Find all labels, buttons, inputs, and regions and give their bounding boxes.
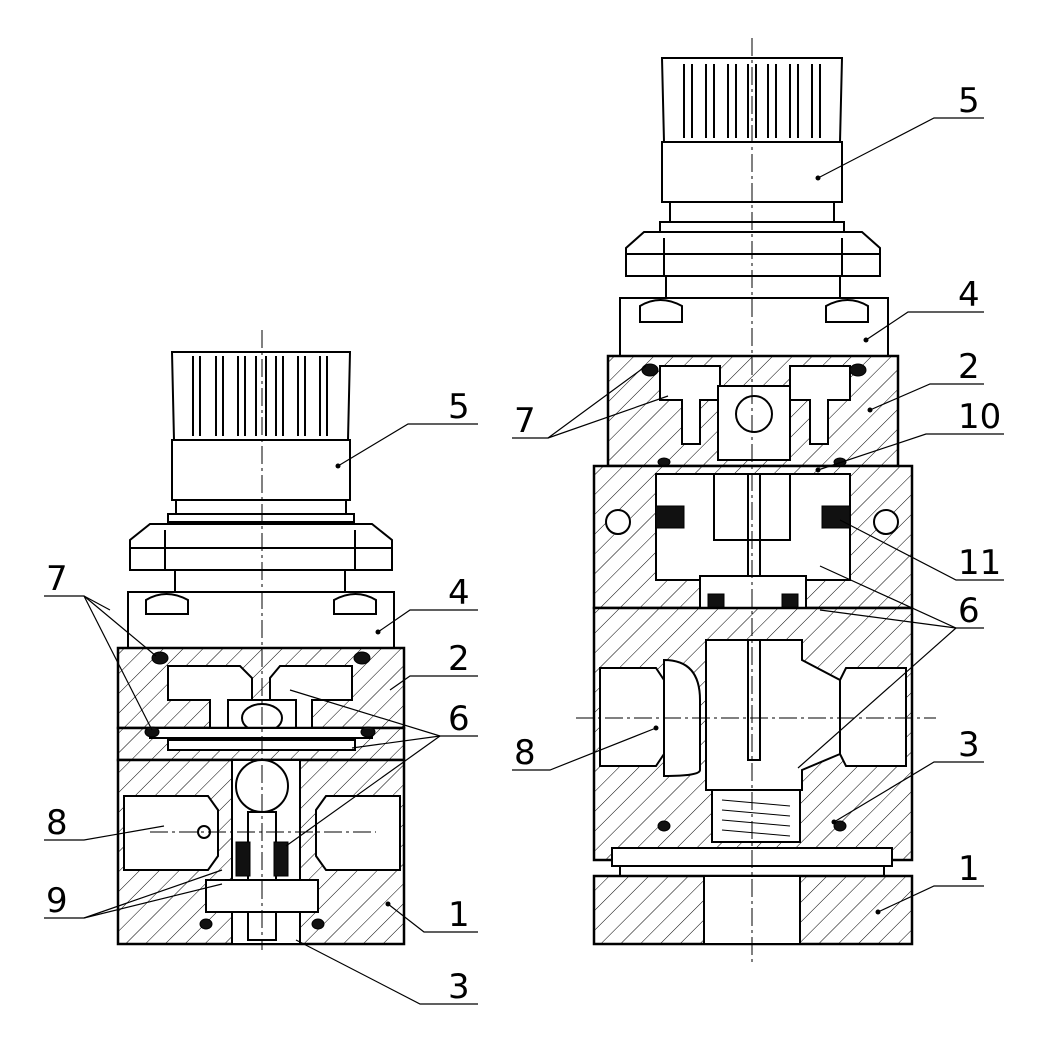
right-upper-body (606, 354, 900, 468)
left-label-7: 7 (46, 559, 68, 599)
left-upper-body (116, 646, 406, 753)
left-label-9: 9 (46, 881, 68, 921)
right-label-11: 11 (958, 543, 1001, 583)
right-label-3: 3 (958, 725, 980, 765)
right-base (592, 874, 914, 946)
right-label-2: 2 (958, 347, 980, 387)
right-regulator-view: 5 4 2 10 11 6 3 1 7 8 (512, 38, 1004, 962)
right-label-8: 8 (514, 733, 536, 773)
left-leaders (44, 423, 478, 1005)
left-lower-body (116, 758, 406, 946)
left-label-4: 4 (448, 573, 470, 613)
right-label-5: 5 (958, 81, 980, 121)
left-knob (167, 351, 355, 523)
right-nut (625, 231, 881, 299)
left-nut (129, 523, 393, 593)
left-label-2: 2 (448, 639, 470, 679)
right-label-6: 6 (958, 591, 980, 631)
right-label-1: 1 (958, 849, 980, 889)
left-label-3: 3 (448, 967, 470, 1007)
left-label-1: 1 (448, 895, 470, 935)
left-label-6: 6 (448, 699, 470, 739)
left-diaphragm (116, 726, 406, 762)
left-bonnet (127, 591, 395, 649)
right-label-10: 10 (958, 397, 1001, 437)
left-label-5: 5 (448, 387, 470, 427)
left-regulator-view: 5 4 2 6 1 3 7 8 9 (44, 330, 478, 1007)
right-bonnet (619, 297, 889, 357)
right-leaders (512, 117, 1004, 915)
right-port-body (592, 606, 914, 862)
right-label-7: 7 (514, 401, 536, 441)
right-label-4: 4 (958, 275, 980, 315)
left-label-8: 8 (46, 803, 68, 843)
